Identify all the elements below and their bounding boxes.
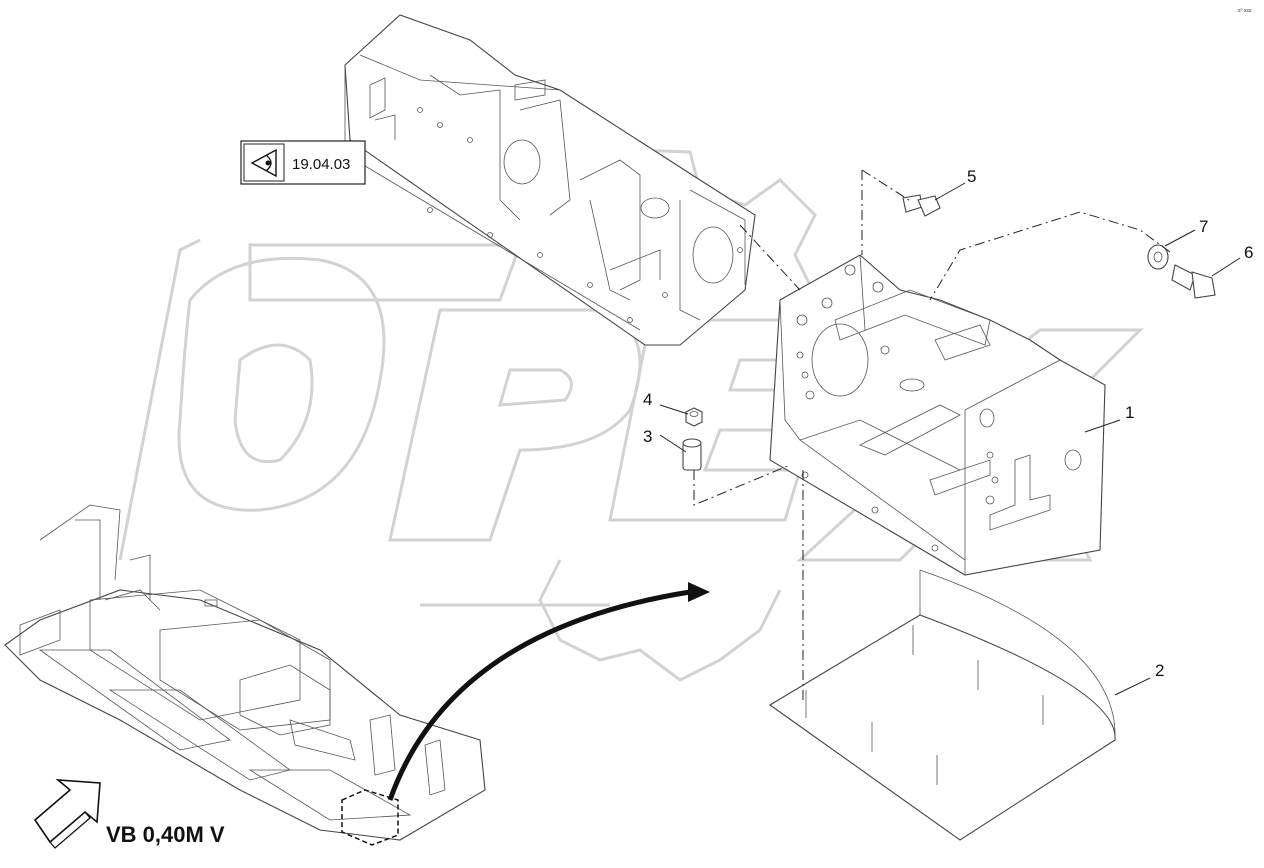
callout-5: 5	[967, 167, 976, 186]
corner-code: s⁰ sss	[1238, 8, 1252, 14]
zoom-arrow	[387, 582, 710, 801]
machine-overview	[4, 504, 486, 846]
view-label: VB 0,40M V	[106, 822, 225, 847]
bolt-part-6	[1171, 264, 1216, 299]
callout-4: 4	[643, 390, 652, 409]
view-direction-arrow-icon	[33, 779, 101, 849]
assembly-lines	[693, 169, 1171, 700]
callout-7: 7	[1199, 217, 1208, 236]
callout-1: 1	[1125, 403, 1134, 422]
stud-bolts	[805, 625, 1044, 785]
callout-3: 3	[643, 427, 652, 446]
nut-part-4	[685, 407, 703, 427]
reference-box: 19.04.03	[240, 140, 366, 185]
eye-icon	[250, 148, 277, 178]
bolt-part-5	[902, 194, 941, 217]
callout-2: 2	[1155, 661, 1164, 680]
reference-label: 19.04.03	[292, 156, 350, 173]
leader-lines	[659, 182, 1241, 696]
callout-6: 6	[1244, 243, 1253, 262]
washer-part-7	[1147, 244, 1169, 270]
spacer-part-3	[682, 438, 702, 471]
cover-plate-part-2	[768, 569, 1116, 841]
frame-assembly-reference	[344, 14, 756, 346]
bracket-part-1	[769, 254, 1106, 576]
